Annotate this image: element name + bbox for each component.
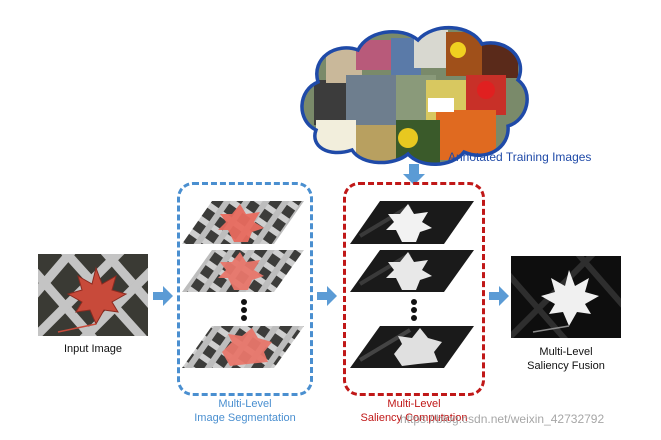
saliency-ellipsis <box>411 299 417 321</box>
training-images-cloud <box>300 26 529 166</box>
input-to-segmentation-arrow <box>153 286 173 306</box>
saliency-layer-3 <box>350 326 474 368</box>
fusion-label-line2: Saliency Fusion <box>527 360 605 372</box>
input-image <box>38 254 148 336</box>
segmentation-layer-1 <box>182 201 304 244</box>
saliency-layers <box>350 201 474 368</box>
segmentation-to-saliency-arrow <box>317 286 337 306</box>
watermark: https://blog.csdn.net/weixin_42732792 <box>400 412 605 426</box>
cloud-to-saliency-arrow <box>403 164 425 185</box>
saliency-label-line1: Multi-Level <box>387 398 441 410</box>
input-image-label: Input Image <box>63 343 123 355</box>
segmentation-layer-3 <box>182 326 304 368</box>
saliency-label-line2: Saliency Computation <box>360 412 468 424</box>
segmentation-layer-2 <box>182 250 304 292</box>
fusion-label-line1: Multi-Level <box>539 346 593 358</box>
saliency-layer-2 <box>350 250 474 292</box>
segmentation-label-line1: Multi-Level <box>218 398 272 410</box>
segmentation-box <box>177 182 313 396</box>
segmentation-layers <box>182 201 304 368</box>
saliency-layer-1 <box>350 201 474 244</box>
saliency-box <box>343 182 485 396</box>
segmentation-ellipsis <box>241 299 247 321</box>
saliency-fusion-output <box>511 256 621 338</box>
segmentation-label-line2: Image Segmentation <box>194 412 296 424</box>
saliency-to-fusion-arrow <box>489 286 509 306</box>
annotated-training-images-label: Annotated Training Images <box>448 150 592 164</box>
